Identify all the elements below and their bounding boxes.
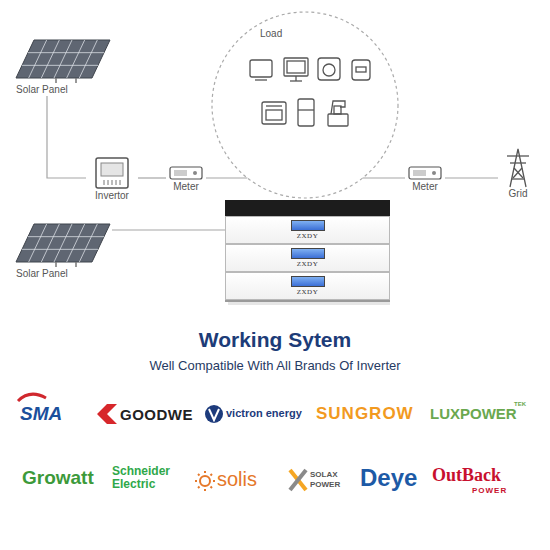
battery-base (225, 300, 390, 302)
battery-lid (225, 200, 390, 216)
brand-subtitle: POWER (472, 486, 507, 495)
meter: Meter (166, 165, 206, 193)
inverter: Invertor (86, 156, 138, 202)
load-label: Load (260, 28, 282, 40)
solax-x (290, 470, 306, 490)
load-outline (210, 10, 400, 200)
grid-tower: Grid (498, 146, 538, 200)
meter: Meter (405, 165, 445, 193)
node-label: Solar Panel (12, 84, 112, 96)
brand-logo: solis (217, 468, 257, 491)
brand-logo: Schneider Electric (112, 465, 178, 491)
solar-panel-icon (12, 38, 112, 84)
brand-mark: ZXDY (226, 232, 389, 241)
solar-panel: Solar Panel (12, 222, 112, 280)
power-line (112, 229, 225, 230)
solar-panel-icon (12, 222, 112, 268)
solar-panel: Solar Panel (12, 38, 112, 96)
solax-x (290, 470, 306, 490)
brand-logo: Growatt (22, 467, 94, 489)
power-line (445, 177, 498, 178)
power-line (206, 177, 247, 178)
brand-logo: SUNGROW (316, 404, 414, 424)
brand-logo: LUXPOWER (430, 405, 517, 422)
brand-mark: ZXDY (226, 260, 389, 269)
brand-logo: victron energy (226, 407, 302, 419)
appliance-icons (210, 10, 400, 200)
brand-logo: SOLAX POWER (310, 470, 350, 490)
diagram-title: Working Sytem (0, 328, 550, 352)
inverter-icon (86, 156, 138, 190)
battery-module: ZXDY (225, 216, 390, 244)
lcd-display (291, 248, 325, 259)
node-label: Solar Panel (12, 268, 112, 280)
node-label: Invertor (86, 190, 138, 202)
solis-sun (195, 471, 215, 491)
meter-icon (166, 165, 206, 181)
brand-logo: SMA (20, 403, 62, 425)
power-line (363, 177, 405, 178)
load-circle: Load (210, 10, 400, 200)
lcd-display (291, 276, 325, 287)
victron-icon (205, 405, 223, 423)
battery-module: ZXDY (225, 244, 390, 272)
brand-mark: ZXDY (226, 288, 389, 297)
node-label: Grid (498, 188, 538, 200)
goodwe-icon (97, 404, 117, 424)
brand-logo: GOODWE (120, 406, 193, 423)
brand-logo: Deye (360, 464, 417, 492)
brand-suffix: TEK (514, 401, 526, 407)
lcd-display (291, 220, 325, 231)
power-line (47, 96, 86, 178)
grid-tower-icon (498, 146, 538, 188)
meter-icon (405, 165, 445, 181)
battery-module: ZXDY (225, 272, 390, 300)
victron-v (209, 409, 219, 420)
power-line (138, 177, 166, 178)
brand-logo: OutBack (432, 465, 501, 486)
diagram-caption: Well Compatible With All Brands Of Inver… (0, 358, 550, 373)
node-label: Meter (405, 181, 445, 193)
sma-arc (18, 394, 46, 401)
node-label: Meter (166, 181, 206, 193)
